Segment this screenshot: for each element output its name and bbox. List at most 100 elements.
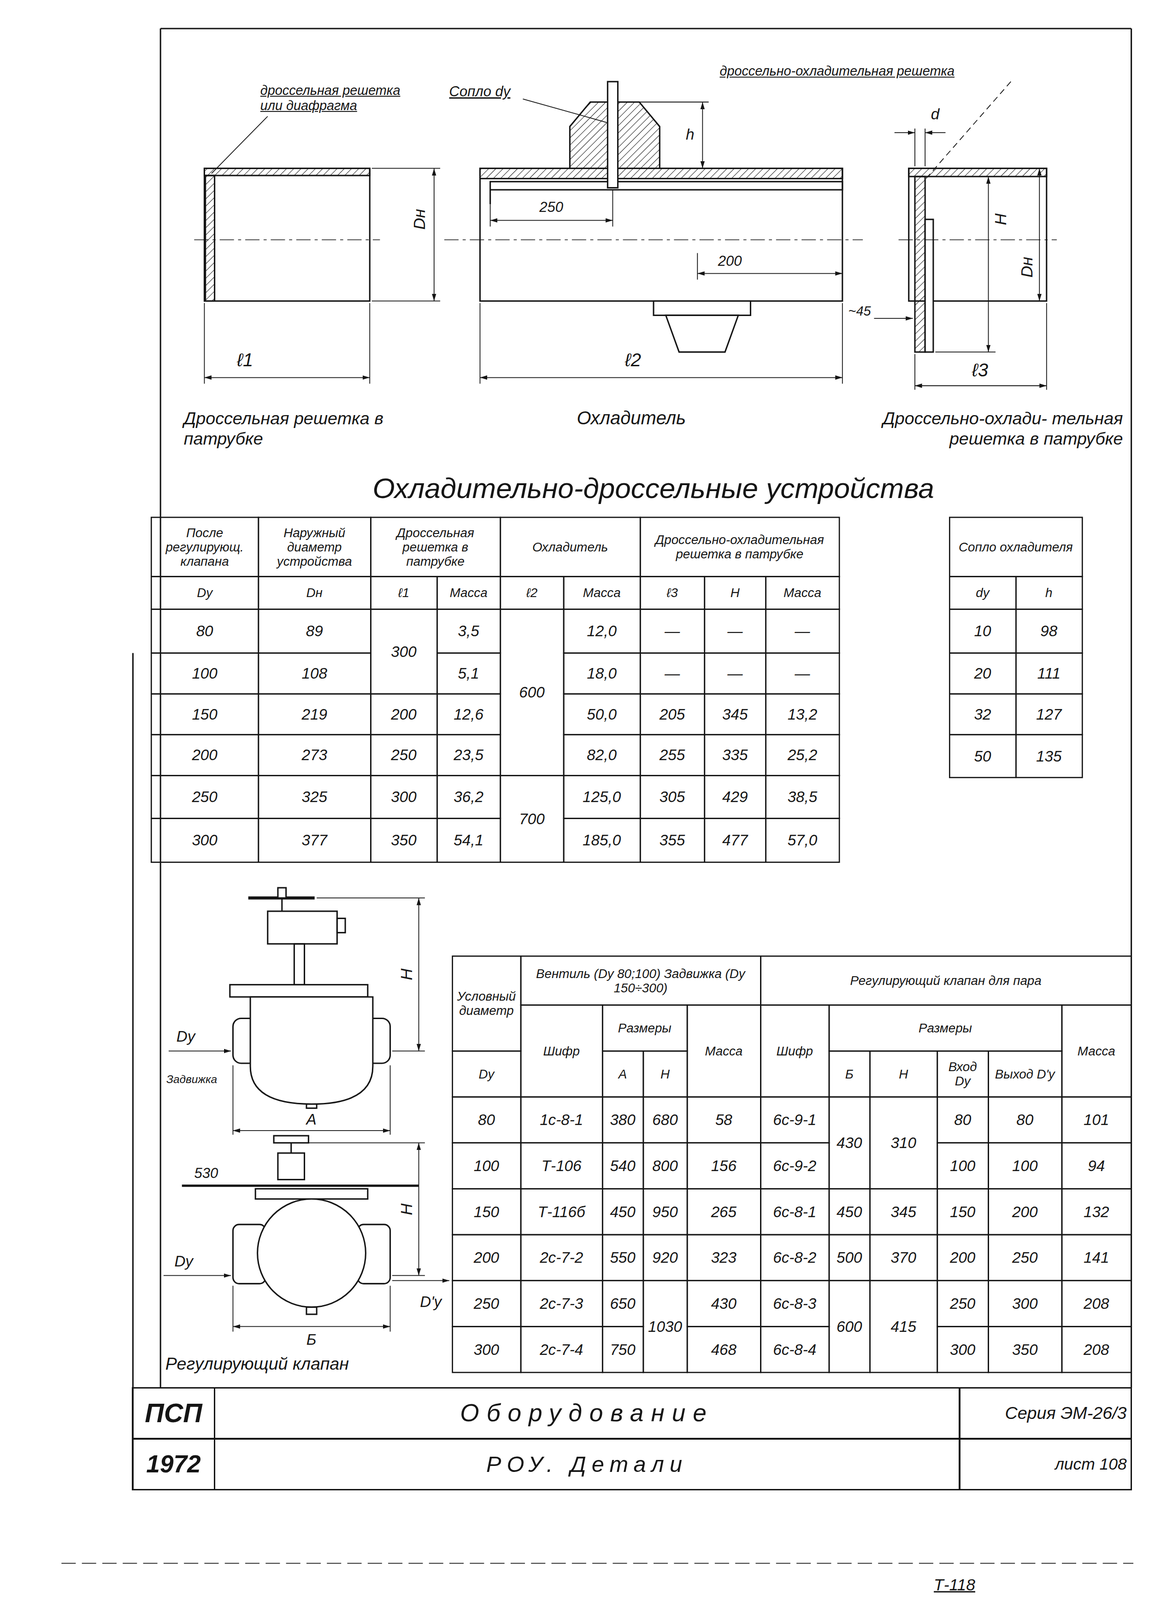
valve-dimensions [232, 1286, 234, 1333]
table-cell-border [500, 609, 564, 776]
dimension-lines [935, 351, 996, 353]
desuperheater [653, 300, 751, 316]
drawing-label: Сопло dу [449, 83, 511, 101]
table-cell-border [520, 1143, 603, 1190]
table-cell-border [436, 576, 501, 610]
table-cell-border [760, 1189, 830, 1236]
drawing-label: 250 [539, 199, 564, 216]
title-block-text: РОУ. Детали [486, 1452, 688, 1478]
desuperheater [444, 81, 863, 353]
table-cell: 150 [452, 1189, 521, 1236]
valve-dimensions [389, 1286, 391, 1333]
table-cell: Дроссельная решетка в патрубке [370, 517, 501, 578]
table-cell-border [452, 1189, 521, 1236]
table-cell-border [937, 1281, 989, 1328]
table-cell-border [258, 517, 372, 577]
table-cell: 100 [936, 1143, 989, 1190]
table-cell: 1030 [642, 1281, 687, 1374]
table-cell-border [602, 1097, 644, 1144]
dimension-lines [489, 189, 491, 227]
table-cell: 468 [687, 1326, 761, 1374]
table-cell-border [760, 1281, 830, 1328]
table-cell: 250 [370, 735, 437, 777]
table-cell: 57,0 [765, 818, 840, 863]
table-cell-border [151, 775, 259, 819]
table-cell-border [640, 694, 705, 736]
sheet-frame [159, 28, 162, 1389]
control-valve [277, 1153, 305, 1181]
table-cell: 305 [640, 775, 705, 819]
table-cell: 208 [1061, 1326, 1132, 1374]
table-cell: 100 [988, 1143, 1062, 1190]
gate-valve [229, 888, 391, 1109]
table-cell: 13,2 [765, 694, 840, 736]
table-cell-border [704, 653, 767, 695]
table-cell: 219 [258, 694, 371, 736]
table-cell-border [151, 609, 259, 654]
title-block-text: Серия ЭМ-26/3 [1004, 1404, 1127, 1424]
table-cell-border [1061, 1143, 1132, 1190]
drawing-label: ℓ1 [236, 349, 254, 372]
table-cell: 150 [151, 694, 259, 736]
desuperheater [607, 81, 618, 188]
table-cell-border [602, 1051, 644, 1098]
dimension-lines [914, 385, 1047, 387]
table-cell-border [829, 1097, 871, 1190]
table-cell: 300 [370, 775, 437, 819]
drawing-label: Dу [176, 1028, 196, 1046]
table-cell-border [640, 576, 705, 610]
table-cell: 5,1 [436, 653, 501, 695]
table-cell: Выход D'у [988, 1051, 1062, 1098]
table-cell: 250 [988, 1235, 1062, 1282]
table-cell: 6с-9-2 [760, 1143, 829, 1190]
table-cell: 255 [640, 735, 705, 777]
table-cell: 100 [452, 1143, 521, 1190]
table-cell-border [1015, 576, 1083, 610]
table-cell: H [704, 576, 766, 610]
title-block-text: 1972 [146, 1451, 201, 1479]
table-cell-border [151, 694, 259, 736]
drawing-label: H [990, 213, 1010, 226]
table-cell: 101 [1061, 1097, 1132, 1144]
table-cell-border [760, 1326, 830, 1374]
table-cell-border [563, 653, 641, 695]
throttle-cooling-grid-pipe [898, 239, 1057, 241]
table-cell: 600 [500, 609, 564, 776]
table-cell-border [687, 1097, 761, 1144]
table-cell: Масса [765, 576, 840, 610]
dimension-lines [204, 377, 370, 379]
table-cell-border [452, 1326, 521, 1374]
table-cell-border [1015, 694, 1083, 736]
table-cell-border [760, 1235, 830, 1282]
table-cell-border [704, 775, 767, 819]
table-cell: 108 [258, 653, 371, 695]
dimension-lines [873, 318, 913, 319]
table-cell-border [258, 576, 372, 610]
table-cell-border [370, 694, 437, 736]
throttle-grid-pipe [205, 175, 215, 301]
table-cell: 370 [869, 1235, 937, 1282]
table-cell: 800 [642, 1143, 687, 1190]
table-cell: H [642, 1051, 687, 1098]
dimension-lines [612, 189, 614, 227]
table-cell: Шифр [760, 1005, 829, 1098]
table-cell: 2с-7-4 [520, 1326, 603, 1374]
table-cell: 23,5 [436, 735, 501, 777]
table-cell: 12,6 [436, 694, 501, 736]
throttle-cooling-grid-pipe [925, 219, 934, 353]
table-cell: Регулирующий клапан для пара [760, 956, 1132, 1006]
table-cell-border [988, 1097, 1062, 1144]
valve-dimensions [163, 1275, 231, 1277]
table-cell: 265 [687, 1189, 761, 1236]
dimension-lines [701, 101, 703, 169]
table-cell: 300 [151, 818, 259, 863]
sheet-heading: Охладительно-дроссельные устройства [372, 471, 935, 505]
table-cell-border [436, 609, 501, 654]
gate-valve [229, 984, 368, 998]
drawing-label: H [396, 1203, 416, 1216]
table-cell: 680 [642, 1097, 687, 1144]
table-cell-border [949, 609, 1016, 654]
table-cell-border [643, 1281, 688, 1374]
dimension-lines [924, 128, 926, 167]
